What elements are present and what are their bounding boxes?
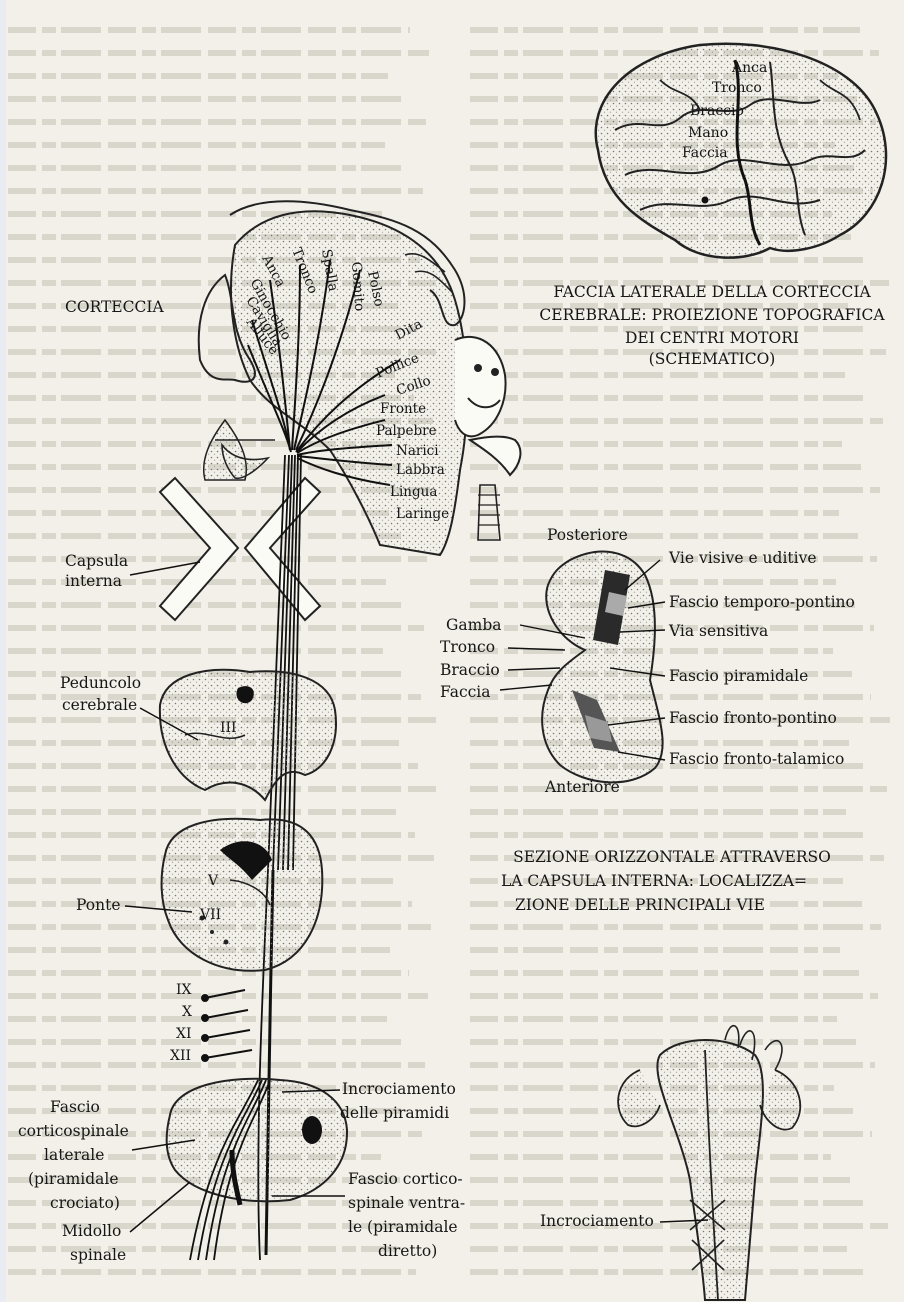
label-fascio-fronto-pontino: Fascio fronto-pontino [669,709,837,727]
label-midollo-line-1: Midollo [62,1222,121,1240]
label-incrociamento: Incrociamento [540,1212,654,1230]
cortex-label-palpebre: Palpebre [376,423,437,439]
label-peduncolo-line-2: cerebrale [62,696,137,714]
cranial-nerve-stubs [202,990,252,1061]
label-incrociamento-piramidi-line-1: Incrociamento [342,1080,456,1098]
label-fascio-ventrale-line-1: Fascio cortico- [348,1170,463,1188]
label-midollo-line-2: spinale [70,1246,126,1264]
label-braccio-capsule: Braccio [440,661,500,679]
label-fascio-piramidale: Fascio piramidale [669,667,808,685]
label-incrociamento-piramidi-line-2: delle piramidi [340,1104,449,1122]
label-fascio-laterale-line-5: crociato) [50,1194,120,1212]
label-vie-visive: Vie visive e uditive [668,549,817,567]
cortex-label-labbra: Labbra [396,462,445,478]
capsule-section-shape [542,552,663,783]
label-gamba: Gamba [446,616,501,634]
label-tronco-capsule: Tronco [440,638,495,656]
label-posteriore: Posteriore [547,526,628,544]
label-via-sensitiva: Via sensitiva [668,622,768,640]
label-nerve-ix: IX [176,982,192,998]
label-fascio-ventrale-line-4: diretto) [378,1242,437,1260]
label-ponte: Ponte [76,896,121,914]
label-fascio-fronto-talamico: Fascio fronto-talamico [669,750,844,768]
brain-label-mano: Mano [688,125,728,141]
brain-caption-line-3: DEI CENTRI MOTORI [625,329,799,347]
label-fascio-laterale-line-2: corticospinale [18,1122,129,1140]
cortex-label-narici: Narici [396,443,439,459]
midollo-spinale-shape [167,1079,347,1260]
label-corteccia: CORTECCIA [65,298,164,316]
cortex-label-lingua: Lingua [390,484,437,500]
capsule-caption-line-2: LA CAPSULA INTERNA: LOCALIZZA= [501,872,807,890]
brain-caption-line-4: (SCHEMATICO) [649,350,776,368]
label-nerve-xii: XII [170,1048,191,1064]
label-faccia-capsule: Faccia [440,683,491,701]
brain-caption-line-2: CEREBRALE: PROIEZIONE TOPOGRAFICA [539,306,885,324]
capsula-interna-left-shape [160,478,238,620]
peduncolo-cerebrale-shape [160,670,336,800]
brain-label-faccia: Faccia [682,145,728,161]
label-fascio-temporo-pontino: Fascio temporo-pontino [669,593,855,611]
brain-caption-line-1: FACCIA LATERALE DELLA CORTECCIA [553,283,871,301]
cortex-homunculus [199,201,521,555]
label-nerve-x: X [182,1004,192,1020]
capsule-caption-line-3: ZIONE DELLE PRINCIPALI VIE [515,896,765,914]
label-fascio-ventrale-line-2: spinale ventra- [348,1194,465,1212]
cortex-label-fronte: Fronte [380,401,426,417]
label-nerve-iii: III [220,720,237,736]
label-anteriore: Anteriore [544,778,620,796]
label-capsula-line-2: interna [65,572,122,590]
ponte-shape [162,819,323,971]
label-nerve-xi: XI [176,1026,192,1042]
label-nerve-v: V [207,873,219,889]
label-fascio-laterale-line-3: laterale [44,1146,104,1164]
capsule-caption-line-1: SEZIONE ORIZZONTALE ATTRAVERSO [513,848,831,866]
cortex-label-laringe: Laringe [396,506,449,522]
label-fascio-ventrale-line-3: le (piramidale [348,1218,458,1236]
label-peduncolo-line-1: Peduncolo [60,674,141,692]
label-fascio-laterale-line-1: Fascio [50,1098,100,1116]
label-fascio-laterale-line-4: (piramidale [28,1170,119,1188]
label-nerve-vii: VII [199,907,221,923]
brain-label-anca: Anca [731,60,767,76]
brain-label-braccio: Braccio [690,103,744,119]
brain-label-tronco: Tronco [712,80,762,96]
label-capsula-line-1: Capsula [65,552,128,570]
